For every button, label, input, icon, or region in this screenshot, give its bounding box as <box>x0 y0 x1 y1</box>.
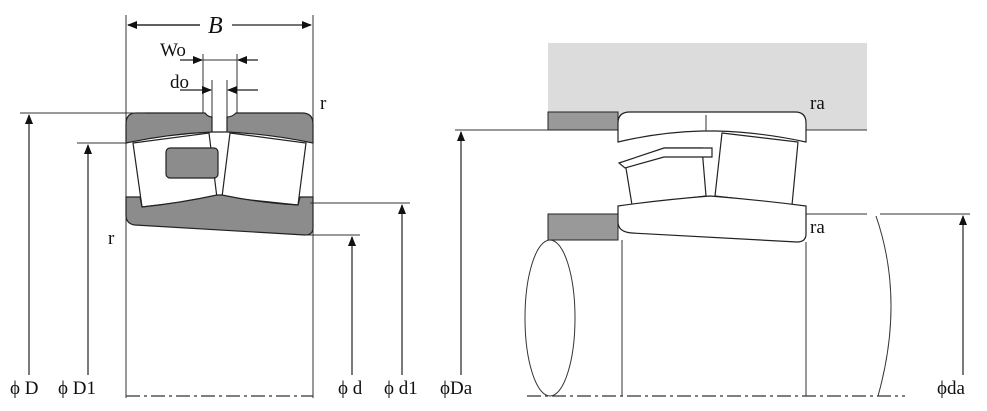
bore-label: ϕ d <box>338 378 363 399</box>
inner-shoulder-label: ϕ d1 <box>384 378 418 399</box>
shaft-shoulder-label: ϕda <box>937 378 966 399</box>
fillet-shaft-label: ra <box>810 217 825 238</box>
outer-raceway-label: ϕ D1 <box>58 378 96 399</box>
mounted-cage <box>617 147 713 169</box>
housing-shoulder-label: ϕDa <box>440 378 473 399</box>
fillet-housing-label: ra <box>810 93 825 114</box>
right-mounting-section: ra ra ϕDa ϕda <box>440 43 970 399</box>
mounted-inner-ring <box>617 195 807 243</box>
roller-right <box>221 132 307 206</box>
cage <box>165 147 219 179</box>
shaft-shoulder <box>547 213 619 241</box>
mounted-roller-right <box>714 132 799 206</box>
mounted-outer-ring <box>617 111 807 143</box>
shaft-break-right <box>875 215 892 397</box>
outer-diameter-label: ϕ D <box>10 378 38 399</box>
shaft-break-left <box>524 239 576 397</box>
housing-shoulder <box>547 111 619 131</box>
chamfer-inner-label: r <box>108 228 115 249</box>
inner-ring <box>125 194 314 236</box>
width-label: B <box>208 13 223 39</box>
outer-ring <box>125 112 314 144</box>
chamfer-outer-label: r <box>320 93 327 114</box>
groove-width-label: Wo <box>160 40 186 61</box>
left-bearing-section: B Wo do r r ϕ D ϕ D1 ϕ d <box>10 13 418 399</box>
hole-diameter-label: do <box>170 72 189 93</box>
